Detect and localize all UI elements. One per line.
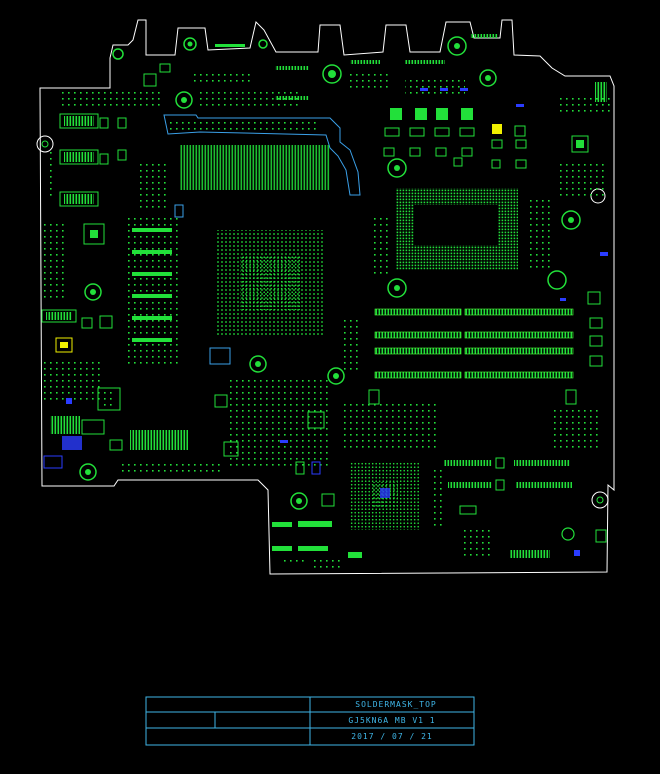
highlighted-region [163,114,361,196]
highlighted-region-fill [170,120,320,130]
memory-array-left [128,145,330,368]
board-outline [39,19,615,575]
top-connectors [112,34,498,109]
main-bga [209,230,345,475]
chipset-bga [348,462,444,558]
dimm-slots [340,291,603,405]
left-components [36,113,188,481]
title-block-board: GJ5KN6A MB V1 1 [348,716,435,725]
title-block-date: 2017 / 07 / 21 [351,732,432,741]
small-components [60,90,608,476]
title-block [145,696,475,746]
bottom-right-connectors [444,457,609,558]
title-block-layer: SOLDERMASK_TOP [355,700,436,709]
bottom-left-region [272,492,340,570]
vrm-region [383,80,610,204]
cpu-socket [370,158,581,298]
